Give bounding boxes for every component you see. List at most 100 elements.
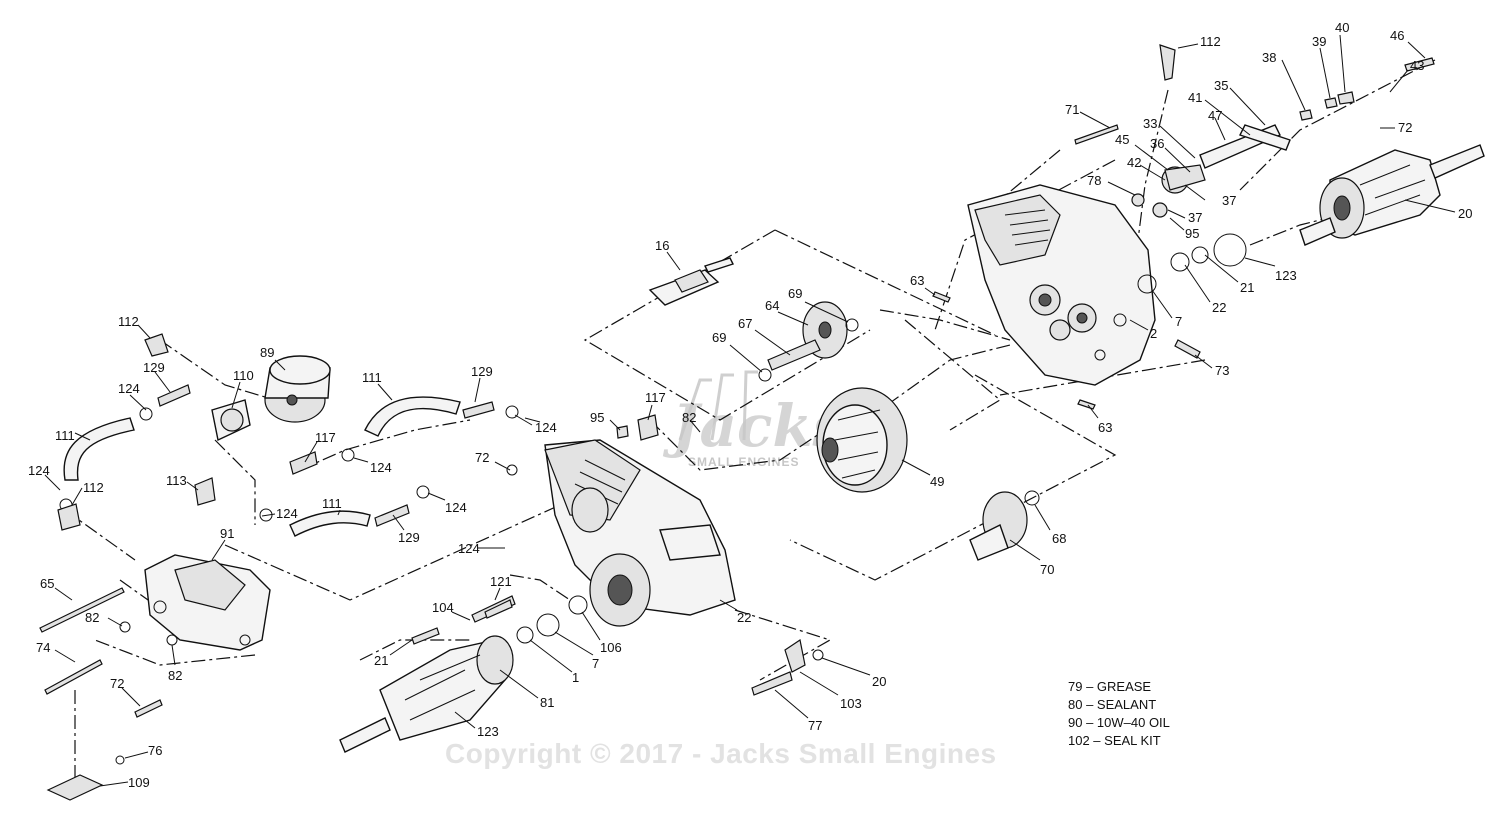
callout-63-upper: 63	[910, 273, 924, 288]
callout-20-right: 20	[1458, 206, 1472, 221]
callout-112-top: 112	[118, 314, 139, 329]
callout-124-d: 124	[445, 500, 467, 515]
hydraulic-pump	[144, 554, 271, 651]
callout-117-mid: 117	[645, 390, 666, 405]
note-grease: 79 – GREASE	[1068, 679, 1151, 694]
callout-70: 68	[1052, 531, 1066, 546]
right-transaxle-housing	[967, 184, 1156, 386]
callout-104: 121	[490, 574, 512, 589]
note-seal-kit: 102 – SEAL KIT	[1068, 733, 1161, 748]
callout-1: 22	[737, 610, 751, 625]
callout-108: 109	[128, 775, 150, 790]
callout-20-left: 123	[477, 724, 499, 739]
callout-38: 38	[1262, 50, 1276, 65]
callout-112-left: 112	[83, 480, 104, 495]
callout-91: 91	[220, 526, 234, 541]
callout-82-lower: 74	[36, 640, 50, 655]
left-axle-tube	[339, 595, 588, 753]
callout-113: 113	[166, 473, 187, 488]
callout-37-upper: 37	[1222, 193, 1236, 208]
watermark-subtitle: SMALL ENGINES	[688, 455, 799, 469]
callout-123-left: 81	[540, 695, 554, 710]
callout-7-left: 106	[600, 640, 622, 655]
callout-46: 46	[1390, 28, 1404, 43]
callout-106: 104	[432, 600, 454, 615]
callout-89: 89	[260, 345, 274, 360]
callout-65: 70	[1040, 562, 1054, 577]
callout-40: 40	[1335, 20, 1349, 35]
note-oil: 90 – 10W–40 OIL	[1068, 715, 1170, 730]
callout-21-right: 21	[1240, 280, 1254, 295]
hoses-and-fittings	[57, 333, 659, 537]
callout-49: 49	[930, 474, 944, 489]
callout-82-mid: 82	[682, 410, 696, 425]
ring-gear	[816, 387, 908, 493]
callout-111-left: 111	[55, 428, 75, 443]
callout-103: 20	[872, 674, 886, 689]
callout-110: 110	[233, 368, 254, 383]
callout-7-right: 7	[1175, 314, 1182, 329]
callout-68: 124	[458, 541, 480, 556]
callout-129-left: 129	[143, 360, 165, 375]
callout-82-upper: 65	[40, 576, 54, 591]
callout-111-low: 111	[322, 496, 342, 511]
callout-42: 42	[1127, 155, 1141, 170]
copyright-watermark: Copyright © 2017 - Jacks Small Engines	[445, 738, 997, 769]
callout-129-low: 129	[398, 530, 420, 545]
callout-47: 47	[1208, 108, 1222, 123]
brake-arm-parts	[932, 44, 1435, 410]
callout-41: 41	[1188, 90, 1202, 105]
callout-78: 78	[1087, 173, 1101, 188]
callout-121: 82	[85, 610, 99, 625]
callout-73: 73	[1215, 363, 1229, 378]
callout-71: 71	[1065, 102, 1079, 117]
callouts: 112 40 46 39 38 43 41 35 47 33 45 36 72 …	[28, 20, 1472, 790]
left-transaxle-housing	[544, 439, 736, 627]
callout-123-right: 123	[1275, 268, 1297, 283]
callout-112: 112	[1200, 34, 1221, 49]
callout-69-lower: 69	[712, 330, 726, 345]
callout-124-c: 124	[370, 460, 392, 475]
callout-2: 2	[1150, 326, 1157, 341]
callout-129-mid: 129	[471, 364, 493, 379]
cluster-gear	[969, 490, 1040, 561]
callout-64: 64	[765, 298, 779, 313]
right-axle-tube	[1299, 144, 1485, 246]
callout-72-mid: 72	[475, 450, 489, 465]
callout-35: 35	[1214, 78, 1228, 93]
callout-109: 76	[148, 743, 162, 758]
pinion-gear	[758, 301, 859, 382]
bolts-and-small-parts	[39, 464, 824, 801]
filter-adapter	[211, 399, 251, 442]
callout-69-upper: 69	[788, 286, 802, 301]
callout-21-left: 1	[572, 670, 579, 685]
callout-72-low: 82	[168, 668, 182, 683]
callout-124-b: 124	[535, 420, 557, 435]
notes-legend: 79 – GREASE 80 – SEALANT 90 – 10W–40 OIL…	[1068, 679, 1170, 748]
note-sealant: 80 – SEALANT	[1068, 697, 1156, 712]
callout-39: 39	[1312, 34, 1326, 49]
callout-95-mid: 95	[590, 410, 604, 425]
callout-67: 67	[738, 316, 752, 331]
input-shaft	[648, 257, 734, 306]
callout-45: 45	[1115, 132, 1129, 147]
callout-36: 36	[1150, 136, 1164, 151]
callout-124-f: 124	[276, 506, 298, 521]
oil-filter	[264, 355, 331, 423]
callout-43: 43	[1410, 58, 1424, 73]
callout-124-a: 124	[118, 381, 140, 396]
callout-124-e: 124	[28, 463, 50, 478]
callout-33: 33	[1143, 116, 1157, 131]
callout-95-right: 95	[1185, 226, 1199, 241]
callout-81: 72	[110, 676, 124, 691]
callout-77: 103	[840, 696, 862, 711]
callout-16: 16	[655, 238, 669, 253]
callout-37-lower: 37	[1188, 210, 1202, 225]
callout-76: 77	[808, 718, 822, 733]
callout-22-right: 22	[1212, 300, 1226, 315]
callout-74: 21	[374, 653, 388, 668]
callout-72-right: 72	[1398, 120, 1412, 135]
callout-117-left: 117	[315, 430, 336, 445]
callout-22-left: 7	[592, 656, 599, 671]
